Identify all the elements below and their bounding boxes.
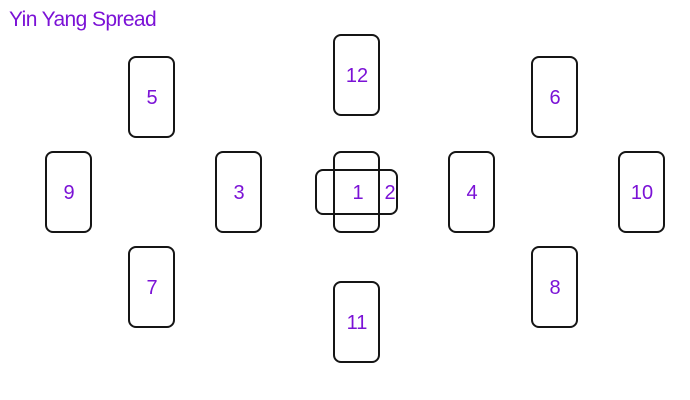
spread-title: Yin Yang Spread bbox=[9, 8, 157, 31]
position-number-11: 11 bbox=[346, 312, 368, 334]
card-position-2 bbox=[315, 169, 398, 215]
card-position-4 bbox=[448, 151, 495, 233]
card-position-7 bbox=[128, 246, 175, 328]
card-position-3 bbox=[215, 151, 262, 233]
card-position-10 bbox=[618, 151, 665, 233]
position-number-1: 1 bbox=[352, 182, 364, 204]
position-number-3: 3 bbox=[233, 182, 245, 204]
position-number-2: 2 bbox=[384, 182, 396, 204]
card-position-1 bbox=[333, 151, 380, 233]
position-number-9: 9 bbox=[63, 182, 75, 204]
position-number-6: 6 bbox=[549, 87, 561, 109]
position-number-10: 10 bbox=[630, 182, 654, 204]
card-position-8 bbox=[531, 246, 578, 328]
card-position-9 bbox=[45, 151, 92, 233]
card-position-6 bbox=[531, 56, 578, 138]
card-position-12 bbox=[333, 34, 380, 116]
card-position-5 bbox=[128, 56, 175, 138]
card-position-11 bbox=[333, 281, 380, 363]
position-number-7: 7 bbox=[146, 277, 158, 299]
position-number-4: 4 bbox=[466, 182, 478, 204]
position-number-8: 8 bbox=[549, 277, 561, 299]
position-number-12: 12 bbox=[345, 65, 369, 87]
position-number-5: 5 bbox=[146, 87, 158, 109]
